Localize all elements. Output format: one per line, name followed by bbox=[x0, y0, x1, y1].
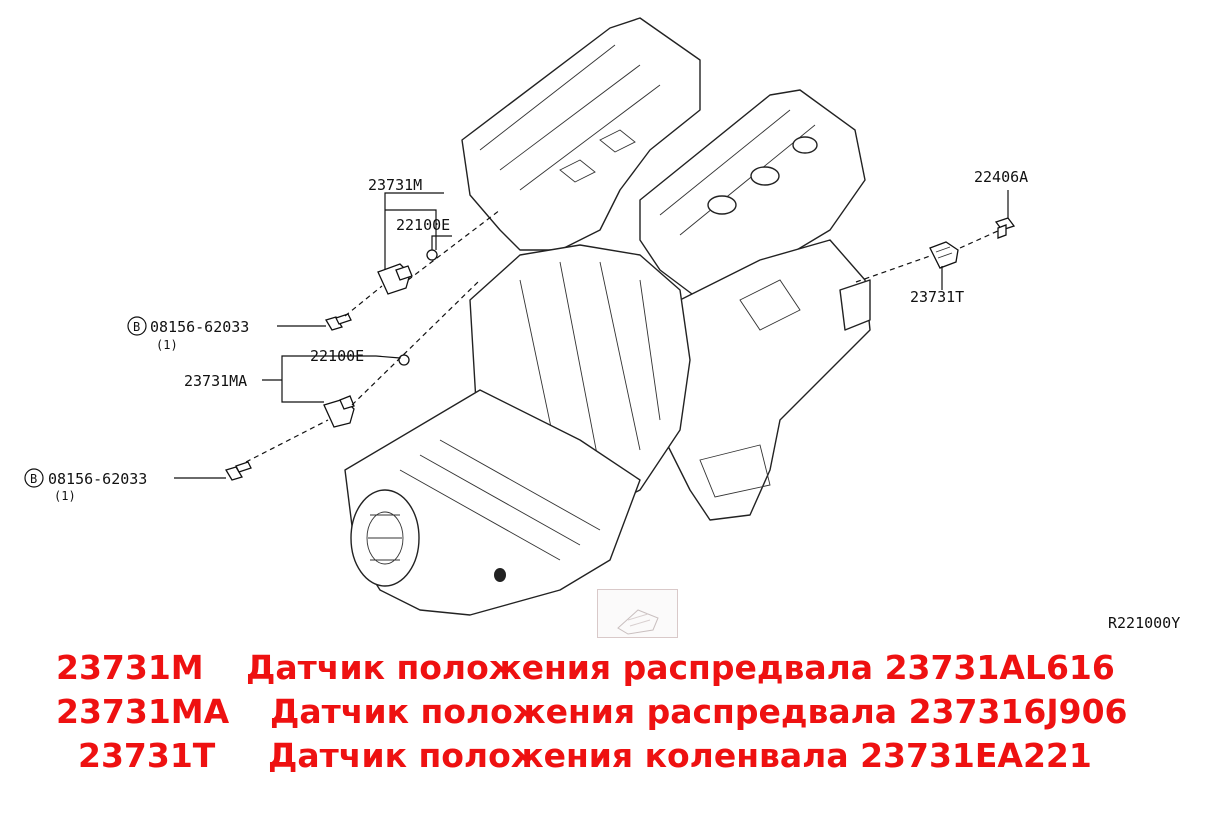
bolt-22406a bbox=[994, 217, 1016, 239]
engine-drawing: 23731M 22100E 22406A 23731T B 08156-6203… bbox=[24, 17, 1180, 632]
callout-23731t: 23731T bbox=[910, 288, 964, 306]
legend-code: 23731M bbox=[56, 648, 204, 687]
legend-row: 23731M Датчик положения распредвала 2373… bbox=[0, 648, 1219, 692]
callout-bolt1-code: 08156-62033 bbox=[150, 318, 249, 336]
bolt-lower bbox=[225, 461, 252, 481]
thumbnail-icon bbox=[617, 609, 659, 635]
legend-desc: Датчик положения коленвала 23731EA221 bbox=[268, 736, 1092, 775]
callout-bolt2-qty: (1) bbox=[54, 489, 76, 503]
legend-desc: Датчик положения распредвала 237316J906 bbox=[270, 692, 1128, 731]
figure-reference: R221000Y bbox=[1108, 614, 1180, 632]
legend-row: 23731T Датчик положения коленвала 23731E… bbox=[0, 736, 1219, 780]
callout-22100e-mid: 22100E bbox=[310, 347, 364, 365]
engine-assembly bbox=[344, 17, 871, 616]
sensor-23731m bbox=[377, 249, 438, 295]
callout-23731m: 23731M bbox=[368, 176, 422, 194]
bolt1-mark: B bbox=[133, 320, 140, 334]
callout-23731ma: 23731MA bbox=[184, 372, 247, 390]
callout-bolt1-qty: (1) bbox=[156, 338, 178, 352]
bolt2-mark: B bbox=[30, 472, 37, 486]
bolt1-mark-circle bbox=[127, 316, 147, 336]
sensor-23731ma bbox=[323, 354, 410, 428]
leader-lines bbox=[174, 190, 1009, 479]
legend-row: 23731MA Датчик положения распредвала 237… bbox=[0, 692, 1219, 736]
legend-code: 23731T bbox=[78, 736, 216, 775]
thumbnail-image bbox=[597, 589, 678, 638]
parts-legend: 23731M Датчик положения распредвала 2373… bbox=[0, 648, 1219, 780]
sensor-23731t bbox=[929, 241, 959, 269]
bolt-upper bbox=[325, 313, 352, 331]
bolt2-mark-circle bbox=[24, 468, 44, 488]
callout-22100e-top: 22100E bbox=[396, 216, 450, 234]
callout-bolt2-code: 08156-62033 bbox=[48, 470, 147, 488]
callout-22406a: 22406A bbox=[974, 168, 1028, 186]
parts-diagram: 23731M 22100E 22406A 23731T B 08156-6203… bbox=[24, 17, 1180, 632]
legend-desc: Датчик положения распредвала 23731AL616 bbox=[246, 648, 1115, 687]
legend-code: 23731MA bbox=[56, 692, 230, 731]
